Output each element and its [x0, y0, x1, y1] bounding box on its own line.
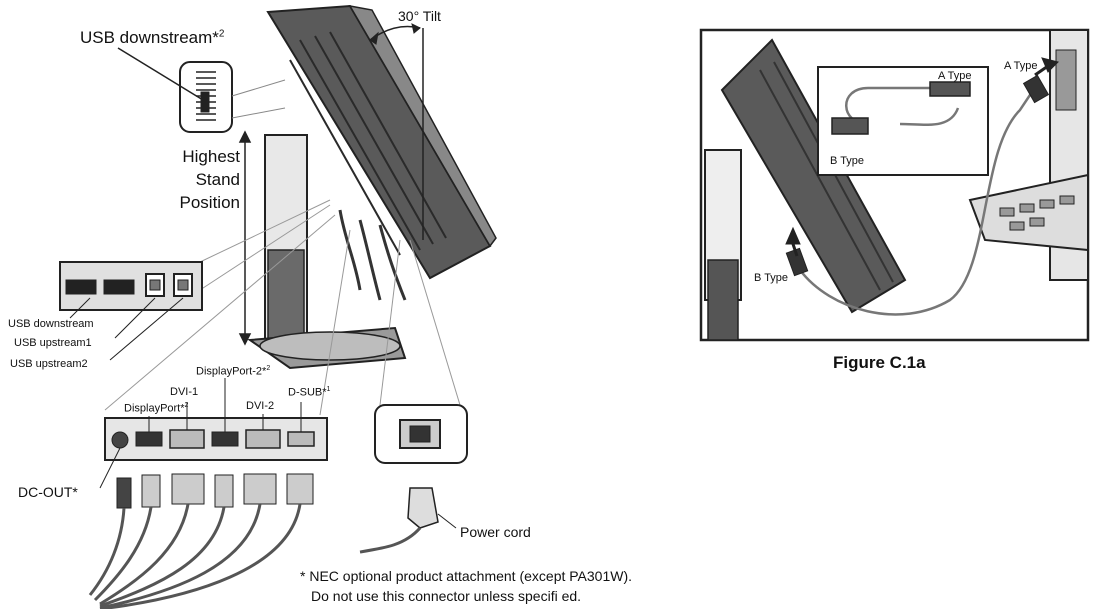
usb-upstream1-label: USB upstream1 — [14, 337, 92, 349]
highest-stand-line-3: Position — [179, 193, 240, 212]
displayport-1-text: DisplayPort* — [124, 402, 185, 415]
usb-downstream-inset — [117, 47, 286, 133]
highest-stand-line-2: Stand — [195, 170, 240, 189]
displayport-2-text: DisplayPort-2* — [196, 365, 267, 378]
a-type-computer-label: A Type — [1004, 60, 1038, 72]
footnote-line-1: * NEC optional product attachment (excep… — [300, 568, 633, 584]
dvi-2-label: DVI-2 — [246, 400, 275, 412]
usb-a-port-2 — [103, 279, 135, 295]
usb-downstream-label: USB downstream — [8, 318, 94, 330]
usb-port-panel — [59, 261, 203, 361]
dc-out-port — [111, 431, 129, 449]
usb-downstream-top-sup: 2 — [218, 28, 225, 40]
figure-c1a-caption: Figure C.1a — [833, 353, 926, 372]
dsub-port — [287, 431, 315, 447]
displayport-2-port — [211, 431, 239, 447]
video-port-panel — [99, 378, 328, 489]
highest-stand-position-label: Highest Stand Position — [156, 145, 240, 214]
usb-downstream-top-label: USB downstream*2 — [80, 28, 224, 48]
power-cord-label: Power cord — [460, 524, 531, 540]
b-type-monitor-label: B Type — [754, 272, 789, 284]
usb-a-plug — [929, 81, 971, 97]
dsub-text: D-SUB* — [288, 386, 327, 399]
usb-a-port-1 — [65, 279, 97, 295]
monitor-side-illustration — [247, 4, 497, 370]
usb-upstream2-label: USB upstream2 — [10, 358, 88, 370]
dc-out-label: DC-OUT* — [18, 484, 78, 500]
highest-stand-line-1: Highest — [182, 147, 240, 166]
dsub-sup: 1 — [326, 386, 331, 393]
displayport-2-label: DisplayPort-2*2 — [196, 365, 270, 378]
usb-downstream-top-text: USB downstream* — [80, 28, 219, 47]
dvi-1-port — [169, 429, 205, 449]
power-cord-plug — [359, 487, 457, 554]
a-type-inset-label: A Type — [938, 70, 972, 82]
dvi-2-port — [245, 429, 281, 449]
dvi-1-label: DVI-1 — [170, 386, 199, 398]
dsub-label: D-SUB*1 — [288, 386, 330, 399]
video-cables — [88, 473, 314, 609]
tilt-label: 30° Tilt — [398, 8, 441, 24]
power-connector-inset — [374, 404, 468, 464]
footnote-line-2: Do not use this connector unless specifi… — [311, 588, 582, 604]
displayport-1-label: DisplayPort*2 — [124, 402, 188, 415]
displayport-2-sup: 2 — [266, 365, 271, 372]
figure-c1a-illustration — [699, 28, 1090, 342]
b-type-inset-label: B Type — [830, 155, 865, 167]
displayport-1-sup: 2 — [184, 402, 189, 409]
usb-b-plug — [831, 117, 869, 135]
displayport-1-port — [135, 431, 163, 447]
height-arrow — [238, 130, 252, 346]
